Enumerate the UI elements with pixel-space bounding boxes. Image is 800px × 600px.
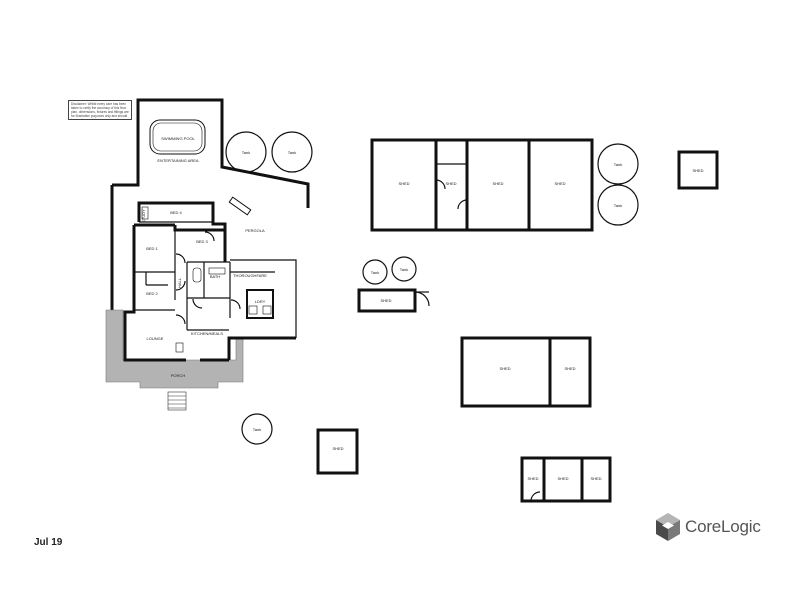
pool-label: SWIMMING POOL [161,136,195,141]
tank: Tank [241,413,273,445]
tank: Tank [597,184,639,226]
bed-2-label: BED 2 [146,291,158,296]
svg-text:Tank: Tank [614,162,622,167]
water-tanks: Tank Tank Tank Tank Tank Tank Tank [225,131,639,445]
porch-label: PORCH [171,373,186,378]
shed-label: SHED [564,366,575,371]
porch-steps [167,391,187,411]
shed-label: SHED [332,446,343,451]
bed-1-label: BED 1 [146,246,158,251]
shed-block-top: SHED SHED SHED SHED [370,138,594,232]
study-label: STUDY [141,209,146,223]
shed-label: SHED [398,181,409,186]
hall-label: HALL [177,277,182,288]
svg-text:Tank: Tank [288,150,296,155]
tank: Tank [391,256,417,282]
thoroughfare-label: THOROUGHFARE [233,273,267,278]
shed-label: SHED [380,298,391,303]
svg-text:Tank: Tank [614,203,622,208]
corelogic-logo: CoreLogic [655,512,761,542]
lounge-label: LOUNGE [147,336,164,341]
plan-date: Jul 19 [34,537,63,548]
shed-narrow: SHED [357,288,430,313]
kitchen-meals-label: KITCHEN/MEALS [191,331,224,336]
tank: Tank [225,131,267,173]
laundry-label: LDRY [255,299,266,304]
shed-small-top-right: SHED [677,150,719,190]
shed-label: SHED [445,181,456,186]
outdoor-bench [228,196,252,216]
shed-label: SHED [554,181,565,186]
bath-label: BATH [210,274,220,279]
shed-block-bottom: SHED SHED SHED [520,456,612,503]
shed-label: SHED [557,476,568,481]
svg-text:Tank: Tank [371,270,379,275]
shed-small-bottom: SHED [316,428,359,475]
pergola-label: PERGOLA [245,228,265,233]
porch: PORCH [105,309,244,411]
corelogic-cube-icon [656,513,680,541]
shed-label: SHED [692,168,703,173]
entertaining-area-label: ENTERTAINING AREA [157,158,199,163]
svg-text:Tank: Tank [400,267,408,272]
corelogic-wordmark: CoreLogic [685,517,761,536]
disclaimer-box: Disclaimer: Whilst every care has been t… [68,100,132,120]
svg-text:Tank: Tank [253,427,261,432]
shed-label: SHED [590,476,601,481]
bed-4-label: BED 4 [170,210,182,215]
shed-label: SHED [492,181,503,186]
tank: Tank [362,259,388,285]
house: BED 4 BED 1 BED 3 BED 2 LOUNGE KITCHEN/M… [123,201,297,362]
bed-3-label: BED 3 [196,239,208,244]
svg-text:Tank: Tank [242,150,250,155]
shed-label: SHED [527,476,538,481]
tank: Tank [271,131,313,173]
shed-label: SHED [499,366,510,371]
tank: Tank [597,143,639,185]
shed-block-middle: SHED SHED [460,336,592,408]
